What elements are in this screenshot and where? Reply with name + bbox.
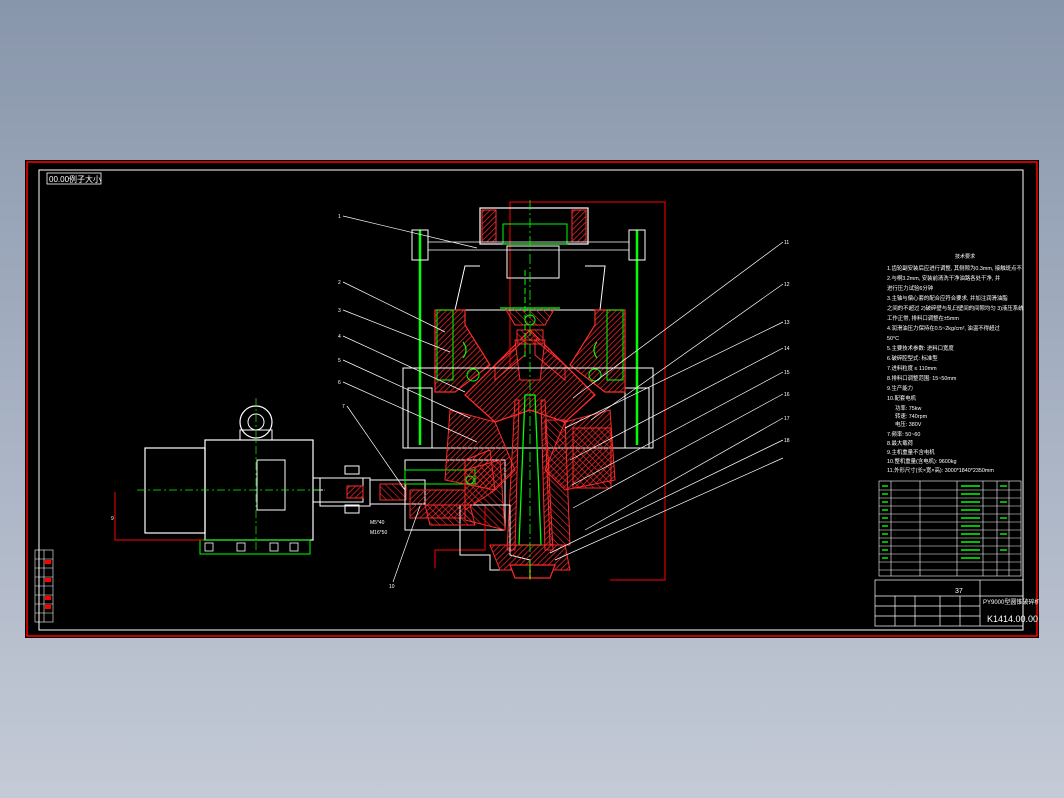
balloon: 6 — [338, 380, 341, 386]
note-line: 8.排料口调整范围: 15~50mm — [887, 374, 957, 382]
note-line: 11.外形尺寸(长×宽×高): 3000*1840*2350mm — [887, 466, 994, 474]
balloon: 4 — [338, 334, 341, 340]
note-line: 1.齿轮副安装后应进行调整, 其侧隙为0.3mm, 接触斑点不 — [887, 264, 1022, 272]
note-line: 5.主要技术参数: 进料口宽度 — [887, 344, 954, 352]
balloon: 17 — [784, 416, 790, 422]
note-line: 4.润滑油压力保持在0.5~2kg/cm², 油温不得超过 — [887, 324, 1000, 332]
note-line: 转速: 740rpm — [895, 412, 928, 420]
balloon: 2 — [338, 280, 341, 286]
balloon: 10 — [389, 584, 395, 590]
note-line: 工作正常, 排料口调整在±5mm — [887, 314, 959, 322]
title-block-scale: 37 — [955, 588, 963, 595]
svg-text:M16*50: M16*50 — [370, 530, 387, 536]
balloon: 3 — [338, 308, 341, 314]
balloon: 18 — [784, 438, 790, 444]
inner-frame — [38, 169, 1024, 631]
note-line: 7.频率: 50~60 — [887, 430, 920, 438]
crusher-body — [402, 200, 666, 581]
balloon: 15 — [784, 370, 790, 376]
item-balloons: 1 2 3 4 5 6 7 10 11 12 13 14 15 16 17 18… — [111, 214, 790, 590]
note-line: 8.最大载荷 — [887, 439, 914, 447]
balloon: 13 — [784, 320, 790, 326]
note-line: 7.进料粒度 ≤ 110mm — [887, 364, 937, 372]
note-line: 电压: 380V — [895, 420, 922, 428]
balloon: 11 — [784, 240, 789, 246]
outer-frame — [26, 161, 1038, 637]
notes-heading: 技术要求 — [955, 253, 975, 260]
note-line: 6.破碎腔型式: 标准型 — [887, 354, 938, 362]
drawing-number: K1414.00.00 — [987, 614, 1038, 624]
balloon: 7 — [342, 404, 345, 410]
motor — [114, 398, 364, 555]
note-line: 9.主机重量不含电机 — [887, 448, 935, 456]
drawing-sheet: 00.00例子大小 — [25, 160, 1039, 638]
parts-list — [878, 480, 1022, 577]
coupling — [319, 465, 426, 514]
title-tag: 00.00例子大小 — [49, 174, 101, 184]
note-line: 9.生产能力 — [887, 384, 913, 392]
note-line: 10.整机重量(含电机): 9600kg — [887, 457, 957, 465]
note-line: 3.主轴与偏心套的配合应符合要求, 并加注润滑油脂 — [887, 294, 1008, 302]
leader-lines — [342, 215, 784, 583]
cad-drawing: 00.00例子大小 — [26, 161, 1039, 637]
title-block-code: PY9000型圆锥破碎机 — [983, 598, 1039, 606]
svg-text:M5*40: M5*40 — [370, 520, 385, 526]
note-line: 10.配套电机 — [887, 394, 917, 402]
balloon: 14 — [784, 346, 790, 352]
note-line: 2.与桐3.2mm, 安装前清洗干净油路各处干净, 并 — [887, 274, 1001, 282]
balloon: 12 — [784, 282, 790, 288]
balloon: 1 — [338, 214, 341, 220]
balloon: 5 — [338, 358, 341, 364]
technical-notes: 技术要求 1.齿轮副安装后应进行调整, 其侧隙为0.3mm, 接触斑点不 2.与… — [887, 253, 1024, 474]
title-block — [874, 579, 1024, 627]
note-line: 50°C — [887, 336, 899, 342]
parts-list-green-entries — [882, 485, 1007, 559]
balloon: 16 — [784, 392, 790, 398]
note-line: 功率: 75kw — [895, 404, 921, 412]
title-tag-box — [46, 172, 102, 185]
left-revision-table — [34, 549, 54, 623]
note-line: 进行压力试验6分钟 — [887, 284, 934, 292]
balloon: 9 — [111, 516, 114, 522]
note-line: 之间的不超过 2)破碎壁与轧臼壁间的间隙均匀 3)液压系统 — [887, 304, 1024, 312]
